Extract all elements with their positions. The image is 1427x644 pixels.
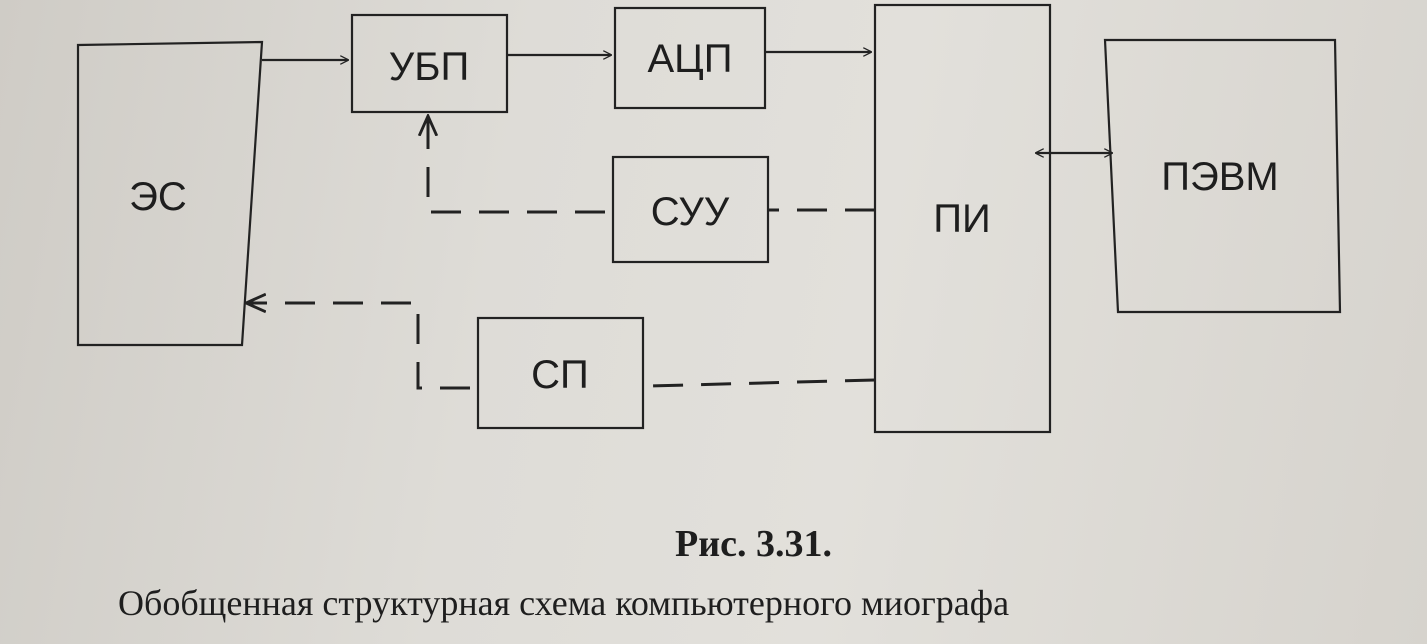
acp-label: АЦП <box>647 37 732 81</box>
acp-block <box>613 6 767 110</box>
sp-to-es-dashed-arrow <box>246 303 470 390</box>
pi-label: ПИ <box>933 197 991 241</box>
es-label: ЭС <box>129 175 187 219</box>
pevm-block <box>1103 38 1342 314</box>
figure-number: Рис. 3.31. <box>675 523 832 565</box>
pi-block <box>873 3 1052 434</box>
pi-to-sp-dashed-line <box>647 378 876 388</box>
ubp-label: УБП <box>389 45 469 89</box>
suu-to-ubp-dashed-arrow <box>428 116 605 214</box>
figure-caption: Обобщенная структурная схема компьютерно… <box>118 583 1010 623</box>
sp-block <box>476 316 645 430</box>
es-block <box>76 40 264 347</box>
pevm-label: ПЭВМ <box>1161 155 1279 199</box>
ubp-block <box>350 13 509 114</box>
sp-label: СП <box>531 353 589 397</box>
suu-label: СУУ <box>651 190 730 234</box>
